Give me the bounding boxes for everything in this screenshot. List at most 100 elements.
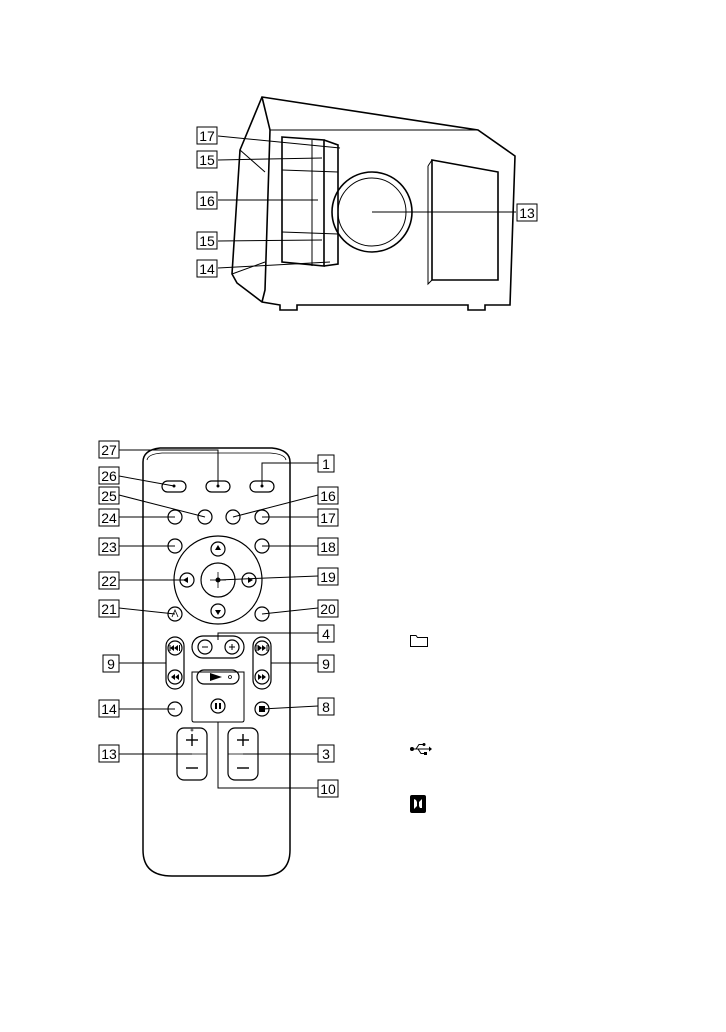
dpad-right [242,573,256,587]
play-button [197,670,239,684]
round-button-18 [255,539,269,553]
callout-label: 15 [199,233,215,249]
stop-button [255,702,269,716]
remote-leaders [119,450,318,788]
callout-label: 23 [101,539,117,555]
folder-icon [409,632,429,648]
callout-label: 15 [199,152,215,168]
remote-callouts: 27 1 26 25 16 24 17 23 18 22 19 21 20 4 … [99,441,338,797]
callout-label: 17 [199,128,215,144]
callout-box: 26 [99,467,119,484]
callout-box: 8 [318,698,334,715]
callout-label: 16 [320,488,336,504]
callout-box: 15 [197,151,217,168]
play-pause-group [192,672,244,722]
callout-label: 22 [101,573,117,589]
dpad-left [180,573,194,587]
speaker-side-view: 17 15 16 15 14 13 [0,0,726,420]
side-view-leaders [218,136,516,268]
callout-box: 13 [99,745,119,762]
dpad-down [211,604,225,618]
side-view-callouts: 17 15 16 15 14 13 [197,127,537,277]
callout-box: 14 [197,260,217,277]
volume-rocker-3 [228,728,258,780]
next-track-button [255,641,269,655]
callout-label: 9 [322,656,330,672]
callout-label: 24 [101,510,117,526]
round-button-17 [255,510,269,524]
folder-minus-button [198,640,212,654]
callout-box: 13 [517,204,537,221]
callout-label: 13 [519,205,535,221]
top-right-button [250,481,274,492]
callout-label: 25 [101,488,117,504]
callout-box: 1 [318,455,334,472]
remote-buttons [162,481,274,780]
callout-label: 16 [199,193,215,209]
callout-box: 23 [99,538,119,555]
callout-box: 19 [318,568,338,585]
enter-button [201,563,235,597]
round-button-24 [168,510,182,524]
callout-label: 26 [101,468,117,484]
callout-label: 4 [322,626,330,642]
callout-box: 16 [197,192,217,209]
top-center-button [206,481,230,492]
callout-label: 9 [107,656,115,672]
callout-label: 14 [101,701,117,717]
callout-box: 4 [318,625,334,642]
top-left-button [162,481,186,492]
remote-button-symbols [170,485,267,768]
dpad-ring [174,536,262,624]
pause-button [211,699,225,713]
round-button-16 [226,510,240,524]
callout-label: 1 [322,456,330,472]
callout-label: 3 [322,746,330,762]
round-button-23 [168,539,182,553]
dpad-up [211,542,225,556]
callout-box: 25 [99,487,119,504]
callout-label: 18 [320,539,336,555]
callout-box: 9 [103,655,119,672]
callout-box: 3 [318,745,334,762]
prev-track-button [168,641,182,655]
round-button-20 [255,607,269,621]
left-transport-group [166,637,184,689]
callout-box: 16 [318,487,338,504]
folder-group [192,636,244,658]
round-button-14 [168,702,182,716]
callout-label: 20 [320,601,336,617]
rewind-button [168,670,182,684]
callout-box: 10 [318,780,338,797]
callout-label: 17 [320,510,336,526]
round-button-21 [168,607,182,621]
callout-box: 20 [318,600,338,617]
callout-box: 17 [318,509,338,526]
callout-box: 21 [99,600,119,617]
callout-label: 8 [322,699,330,715]
callout-label: 13 [101,746,117,762]
callout-box: 27 [99,441,119,458]
remote-body [143,448,290,876]
callout-box: 18 [318,538,338,555]
callout-box: 22 [99,572,119,589]
callout-label: 21 [101,601,117,617]
speaker-body-outline [232,97,515,310]
callout-label: 19 [320,569,336,585]
callout-box: 14 [99,700,119,717]
fast-forward-button [255,670,269,684]
nfc-icon [409,794,427,814]
callout-label: 14 [199,261,215,277]
callout-label: 10 [320,781,336,797]
callout-box: 9 [318,655,334,672]
volume-rocker-13 [177,728,207,780]
callout-box: 24 [99,509,119,526]
callout-box: 17 [197,127,217,144]
right-transport-group [253,637,271,689]
callout-label: 27 [101,442,117,458]
callout-box: 15 [197,232,217,249]
usb-icon [409,742,433,756]
folder-plus-button [225,640,239,654]
round-button-25 [198,510,212,524]
